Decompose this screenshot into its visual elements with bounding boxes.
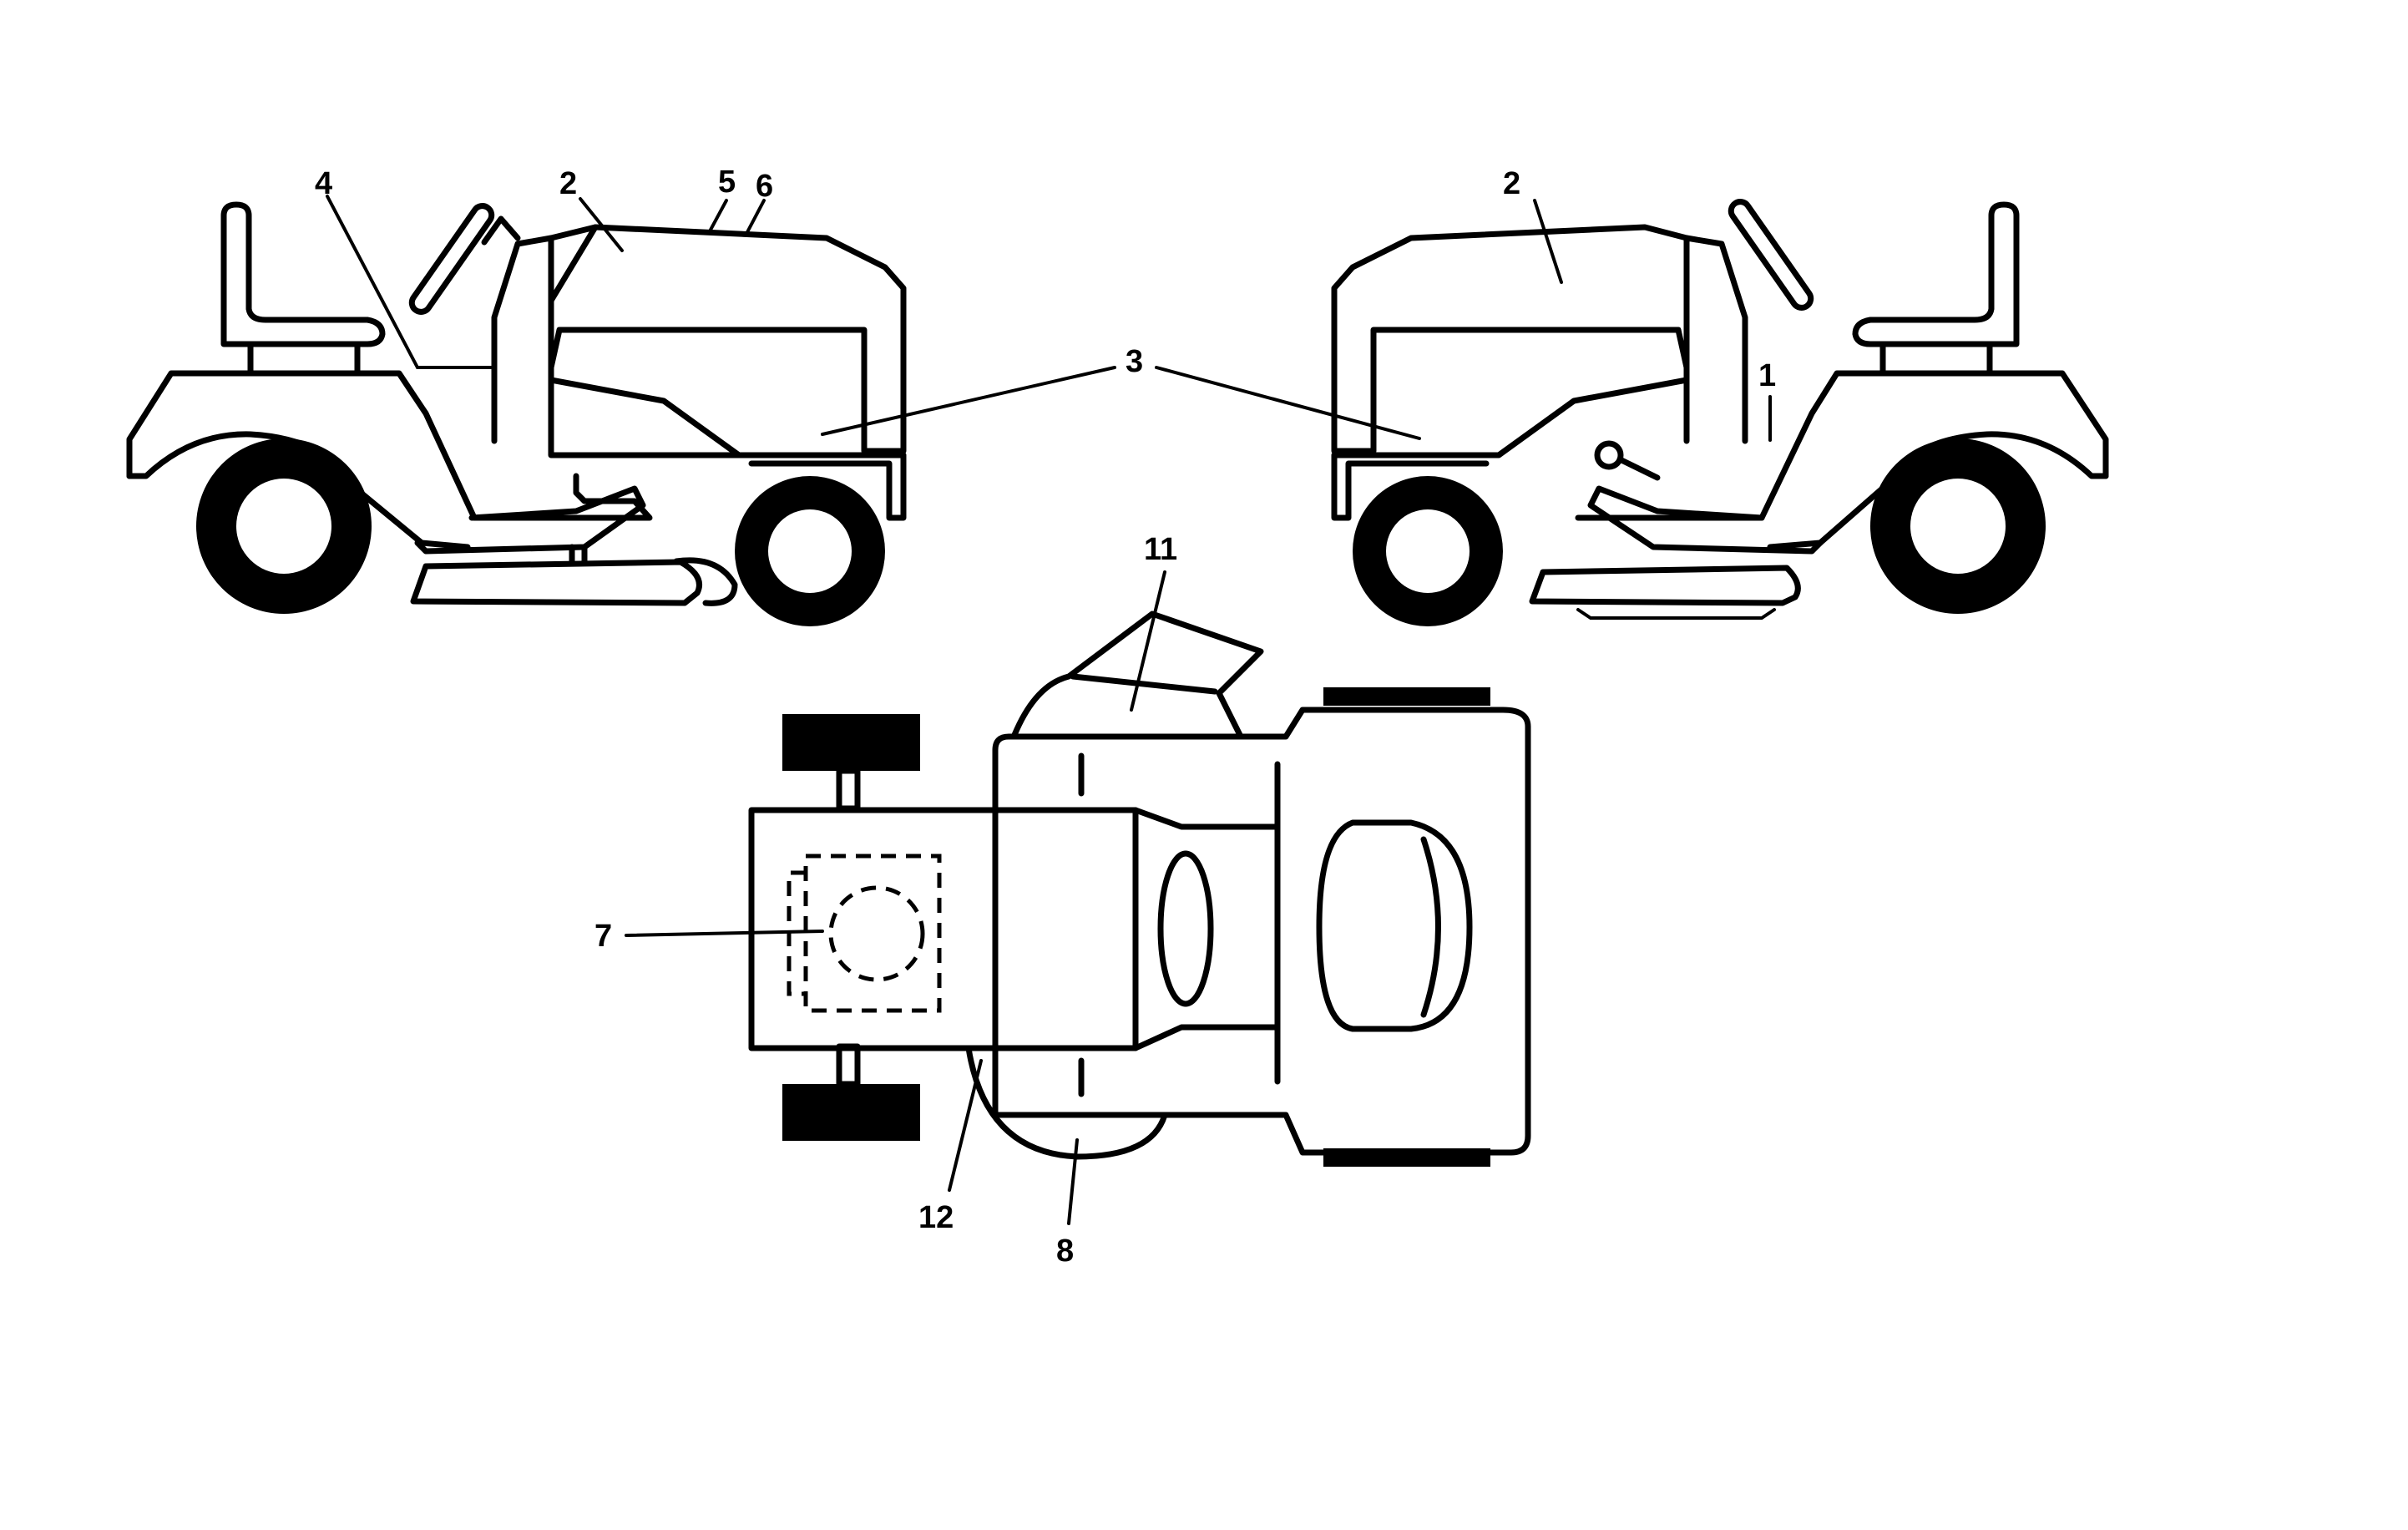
- tractor-left-side-view: [126, 201, 907, 626]
- right-rear-wheel-hub: [1910, 479, 2006, 574]
- leader-5: [708, 199, 728, 233]
- callout-3: 3: [1126, 344, 1143, 379]
- right-hood-lower: [1331, 377, 1690, 458]
- right-lever: [1616, 456, 1661, 481]
- right-hood: [1331, 224, 1690, 454]
- leader-7: [625, 930, 824, 937]
- left-steering-wheel: [408, 203, 495, 315]
- top-engine-outline: [803, 854, 942, 1013]
- left-steering-column: [481, 215, 521, 246]
- callout-2-right: 2: [1503, 166, 1520, 201]
- leader-3-left: [821, 366, 1116, 436]
- leader-12: [948, 1059, 983, 1192]
- top-chute-lip: [1070, 673, 1218, 695]
- top-front-axle-upper: [836, 768, 861, 812]
- leader-8: [1067, 1138, 1079, 1225]
- top-front-tire-lower: [782, 1084, 920, 1141]
- top-engine-flywheel: [828, 885, 925, 982]
- right-mower-deck: [1529, 565, 1801, 606]
- right-deck-skirt: [1576, 608, 1776, 620]
- top-mower-deck: [992, 707, 1531, 1156]
- right-steering-wheel: [1728, 199, 1814, 311]
- left-hood-top-edge: [548, 224, 599, 371]
- right-seat-post: [1879, 341, 1993, 377]
- left-hood: [548, 224, 907, 454]
- top-seat: [1316, 819, 1473, 1032]
- left-rear-wheel-hub: [236, 479, 331, 574]
- tractor-right-side-view: [1331, 199, 2109, 626]
- left-deck-chute: [673, 557, 738, 606]
- callout-4: 4: [315, 166, 332, 201]
- top-hood: [748, 807, 1139, 1051]
- top-front-tire-upper: [782, 714, 920, 771]
- leader-2-right: [1533, 199, 1563, 284]
- left-mower-deck: [410, 559, 702, 606]
- right-hood-front: [1331, 452, 1490, 521]
- left-hood-lower: [548, 377, 907, 458]
- right-running-board: [1587, 485, 1824, 555]
- callout-12: 12: [918, 1200, 954, 1235]
- right-lever-knob: [1594, 440, 1624, 470]
- callout-5: 5: [718, 165, 736, 200]
- top-front-axle-lower: [836, 1043, 861, 1087]
- top-deck-marks: [1078, 752, 1281, 1097]
- callout-labels: 4 2 5 6 3 2 1 11 7 12 8: [315, 165, 1776, 1269]
- right-front-wheel-hub: [1386, 509, 1470, 593]
- left-running-board: [414, 485, 646, 555]
- left-deck-hanger: [569, 544, 588, 565]
- leader-4: [326, 195, 496, 369]
- callout-1: 1: [1758, 358, 1776, 393]
- left-seat: [220, 201, 386, 347]
- top-steering-wheel: [1157, 850, 1214, 1007]
- right-dash: [1683, 235, 1748, 444]
- tractor-top-view: [748, 610, 1531, 1167]
- leader-3-right: [1155, 366, 1421, 440]
- callout-leaders: [326, 195, 1772, 1225]
- leader-6: [746, 199, 766, 234]
- leader-11: [1130, 570, 1166, 712]
- callout-8: 8: [1056, 1234, 1074, 1269]
- callout-11: 11: [1144, 532, 1177, 567]
- right-seat: [1852, 201, 2020, 347]
- callout-7: 7: [594, 919, 612, 954]
- callout-2-left: 2: [559, 166, 577, 201]
- leader-2-left: [579, 197, 624, 252]
- callout-6: 6: [756, 169, 773, 204]
- top-discharge-chute: [1011, 610, 1264, 738]
- top-hood-cowl: [1132, 807, 1281, 1051]
- top-deck-bulge: [965, 1045, 1168, 1160]
- left-hood-front: [548, 438, 907, 521]
- top-rear-tire-upper: [1323, 687, 1490, 706]
- top-seat-back: [1420, 836, 1441, 1018]
- left-dash: [491, 235, 554, 444]
- left-front-wheel-hub: [768, 509, 852, 593]
- left-seat-post: [247, 341, 361, 377]
